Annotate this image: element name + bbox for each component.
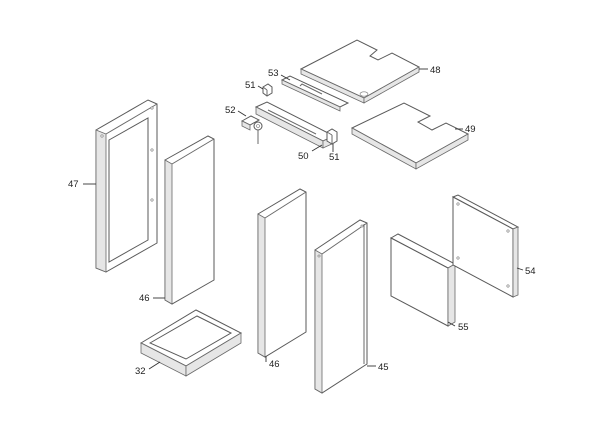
callout-51-top: 51 <box>245 80 256 91</box>
callout-52: 52 <box>225 105 236 116</box>
callout-49: 49 <box>465 124 476 135</box>
callout-50: 50 <box>298 151 309 162</box>
part-51-clip-top <box>257 83 273 97</box>
part-48-top-panel <box>299 39 428 104</box>
callout-55: 55 <box>458 322 469 333</box>
callout-51-bottom: 51 <box>329 152 340 163</box>
part-32-drawer-tray <box>139 309 243 377</box>
part-49-bottom-panel <box>350 102 470 170</box>
part-52-latch <box>237 110 263 144</box>
callout-54: 54 <box>525 266 536 277</box>
callout-48: 48 <box>430 65 441 76</box>
callout-45: 45 <box>378 362 389 373</box>
callout-47: 47 <box>68 179 79 190</box>
callout-46-center: 46 <box>269 359 280 370</box>
callout-46-left: 46 <box>139 293 150 304</box>
part-47-frame-panel <box>83 99 158 273</box>
part-54-back-plate <box>451 194 524 298</box>
part-45-door-panel <box>314 219 376 394</box>
part-55-square-panel <box>389 233 457 327</box>
part-50-rail <box>254 101 336 152</box>
part-46-side-panel-center <box>257 188 307 362</box>
callout-32: 32 <box>135 366 146 377</box>
part-51-clip-bottom <box>326 128 338 152</box>
part-46-side-panel-left <box>153 135 215 305</box>
part-53-bracket-strip <box>280 74 350 112</box>
callout-53: 53 <box>268 68 279 79</box>
